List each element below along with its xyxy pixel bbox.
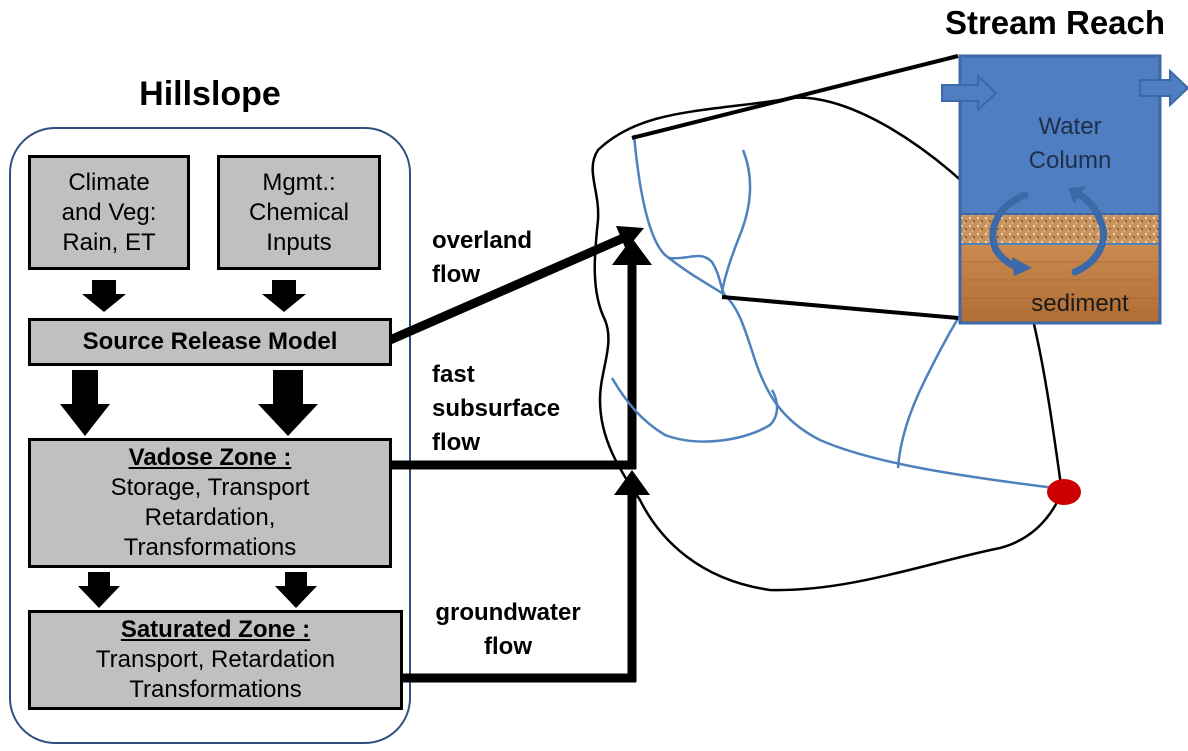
groundwater-flow-arrow (402, 470, 650, 683)
water-column-line-1: Water (1038, 113, 1102, 140)
reach-connector-top (631, 54, 959, 140)
vadose-line-3: Transformations (123, 534, 297, 561)
down-arrow-vadose-right (275, 572, 317, 608)
climate-line-1: Climate (68, 168, 150, 196)
stream-network (610, 134, 1056, 490)
water-column-label: Water Column (1010, 110, 1130, 178)
mgmt-inputs-box: Mgmt.: Chemical Inputs (217, 155, 381, 270)
overland-line-2: flow (432, 261, 480, 288)
exchange-arrows-icon (989, 186, 1108, 276)
overland-line-1: overland (432, 227, 533, 254)
mgmt-line-2: Chemical (248, 198, 350, 226)
climate-veg-box: Climate and Veg: Rain, ET (28, 155, 190, 270)
groundwater-line-2: flow (484, 633, 532, 660)
outlet-marker (1047, 479, 1081, 505)
groundwater-flow-label: groundwater flow (425, 596, 591, 664)
down-arrow-source-left (60, 370, 110, 436)
fast-line-3: flow (432, 429, 480, 456)
fast-line-2: subsurface (432, 395, 561, 422)
source-release-model-box: Source Release Model (28, 318, 392, 366)
overland-flow-label: overland flow (432, 224, 532, 292)
down-arrow-source-right (258, 370, 318, 436)
reach-connector-bottom (721, 295, 959, 320)
climate-line-3: Rain, ET (62, 228, 156, 256)
vadose-line-1: Storage, Transport (110, 474, 310, 501)
fast-subsurface-flow-label: fast subsurface flow (432, 358, 560, 460)
saturated-line-1: Transport, Retardation (95, 646, 336, 673)
hillslope-title: Hillslope (139, 75, 281, 113)
saturated-zone-heading: Saturated Zone : (120, 616, 311, 643)
vadose-line-2: Retardation, (144, 504, 276, 531)
outflow-arrow-icon (1139, 68, 1188, 108)
vadose-zone-box: Vadose Zone : Storage, Transport Retarda… (28, 438, 392, 568)
saturated-zone-box: Saturated Zone : Transport, Retardation … (28, 610, 403, 710)
saturated-line-2: Transformations (129, 676, 302, 703)
vadose-zone-heading: Vadose Zone : (128, 444, 292, 471)
overland-flow-arrow (388, 226, 644, 345)
fast-subsurface-flow-arrow (390, 238, 652, 470)
source-release-label: Source Release Model (82, 328, 338, 355)
inflow-arrow-icon (941, 73, 998, 113)
climate-line-2: and Veg: (61, 198, 157, 226)
stream-reach-title: Stream Reach (944, 4, 1166, 41)
mgmt-line-3: Inputs (266, 228, 332, 256)
water-column-line-2: Column (1028, 147, 1112, 174)
down-arrow-climate (82, 280, 126, 312)
fast-line-1: fast (432, 361, 475, 388)
hillslope-container (9, 127, 411, 744)
watershed-outline (591, 96, 1064, 592)
down-arrow-mgmt (262, 280, 306, 312)
groundwater-line-1: groundwater (435, 599, 581, 626)
down-arrow-vadose-left (78, 572, 120, 608)
sediment-label: sediment (1031, 290, 1129, 317)
mgmt-line-1: Mgmt.: (262, 168, 336, 196)
stream-reach-box (958, 54, 1162, 325)
